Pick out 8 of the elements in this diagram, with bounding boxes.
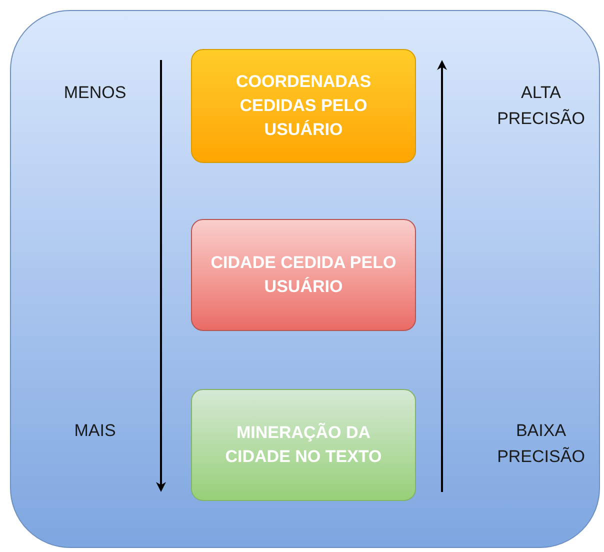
process-box: MINERAÇÃO DA CIDADE NO TEXTO: [191, 389, 416, 501]
axis-label: MENOS: [62, 82, 128, 104]
axis-label: MAIS: [73, 420, 117, 442]
process-box: COORDENADAS CEDIDAS PELO USUÁRIO: [191, 49, 416, 163]
process-box: CIDADE CEDIDA PELO USUÁRIO: [191, 219, 416, 331]
axis-label: BAIXA PRECISÃO: [496, 420, 586, 468]
axis-label: ALTA PRECISÃO: [496, 82, 586, 130]
background-panel: [10, 10, 600, 548]
